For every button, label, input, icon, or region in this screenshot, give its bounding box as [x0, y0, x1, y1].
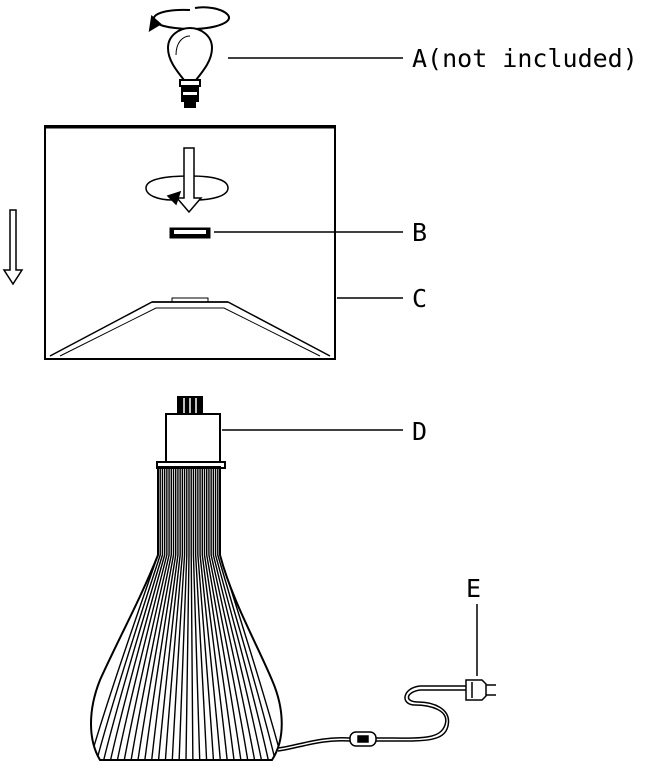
shade-ring-nut	[169, 227, 211, 239]
lamp-socket	[156, 396, 226, 469]
lamp-rib	[212, 467, 263, 760]
lamp-rib	[130, 467, 172, 760]
power-cord	[277, 685, 470, 752]
lamp-rib	[201, 467, 228, 760]
lamp-rib	[217, 467, 276, 760]
lamp-rib	[219, 467, 282, 760]
lamp-rib	[203, 467, 235, 760]
lamp-rib	[96, 467, 161, 760]
inline-switch	[349, 731, 377, 747]
lamp-base-body	[90, 466, 283, 761]
lamp-rib	[192, 467, 201, 760]
lamp-rib	[144, 467, 177, 760]
label-a: A(not included)	[412, 44, 638, 73]
lamp-rib	[137, 467, 175, 760]
lamp-rib	[91, 467, 159, 760]
lamp-rib	[197, 467, 215, 760]
lamp-rib	[123, 467, 170, 760]
lamp-rib	[164, 467, 184, 760]
lamp-rib	[210, 467, 256, 760]
light-bulb-icon	[166, 26, 214, 108]
lamp-rib	[206, 467, 242, 760]
lamp-rib	[194, 467, 208, 760]
lamp-rib	[103, 467, 164, 760]
lamp-rib	[214, 467, 269, 760]
down-arrow-icon	[2, 209, 24, 286]
lamp-rib	[157, 467, 181, 760]
lamp-rib	[190, 467, 194, 760]
bulb-rotation-arrow-icon	[148, 6, 231, 32]
label-c: C	[412, 284, 428, 313]
plug-icon	[465, 679, 496, 701]
lamp-rib	[151, 467, 179, 760]
lamp-rib	[171, 467, 186, 760]
label-b: B	[412, 218, 428, 247]
label-e: E	[466, 574, 482, 603]
lamp-rib	[109, 467, 166, 760]
lamp-rib	[178, 467, 188, 760]
lamp-rib	[116, 467, 168, 760]
lamp-rib	[208, 467, 249, 760]
label-d: D	[412, 417, 428, 446]
lamp-rib	[185, 467, 190, 760]
shade-rotation-arrow-icon	[145, 147, 229, 214]
lamp-shade	[44, 125, 336, 360]
lamp-rib	[199, 467, 221, 760]
